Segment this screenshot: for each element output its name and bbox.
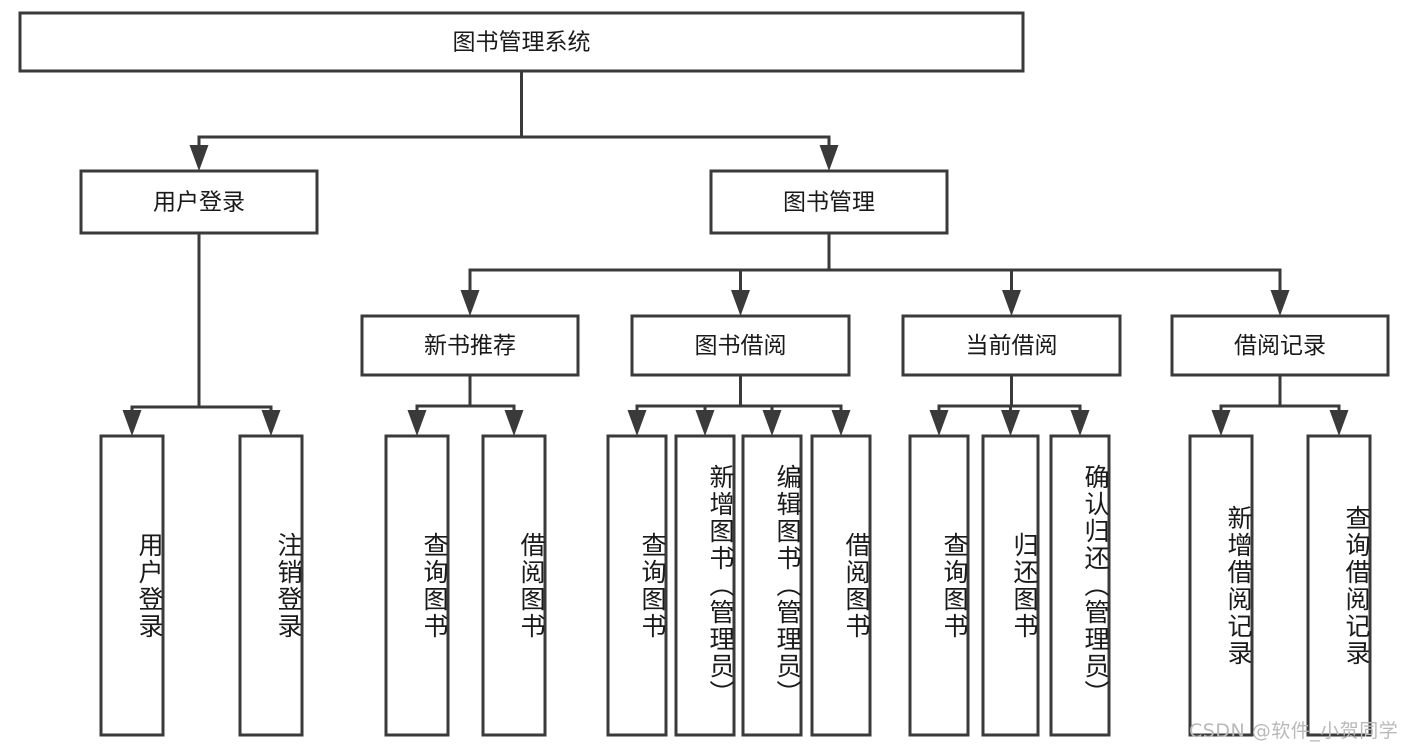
leaf-arrow-2-arrowhead <box>407 410 427 436</box>
node-root-label: 图书管理系统 <box>453 30 591 56</box>
node-leaf-confirm-return[interactable] <box>1049 434 1111 737</box>
node-leaf-query-book-2[interactable] <box>606 434 668 737</box>
node-book-management[interactable] <box>709 169 949 235</box>
node-root[interactable] <box>18 11 1025 73</box>
leaf-arrow-8-arrowhead <box>929 410 949 436</box>
node-leaf-return-book[interactable] <box>981 434 1040 737</box>
node-borrow-record[interactable] <box>1170 314 1390 377</box>
node-book-borrow-label: 图书借阅 <box>695 333 787 359</box>
leaf-arrow-6-arrowhead <box>762 410 782 436</box>
node-leaf-query-book-3[interactable] <box>908 434 970 737</box>
leaf-arrow-12-arrowhead <box>1329 410 1349 436</box>
book-management-to-level3-0-arrowhead <box>460 290 480 316</box>
node-borrow-record-label: 借阅记录 <box>1234 333 1326 359</box>
node-leaf-borrow-book-1[interactable] <box>481 434 547 737</box>
connector-layer <box>122 69 1349 436</box>
node-user-login-label: 用户登录 <box>153 190 245 216</box>
csdn-watermark: CSDN @软件_小贺同学 <box>1189 720 1399 742</box>
node-new-book-recommend-label: 新书推荐 <box>424 333 516 359</box>
book-management-to-level3-1-arrowhead <box>731 290 750 316</box>
leaf-arrow-0-arrowhead <box>122 410 142 436</box>
book-management-to-level3-2-arrowhead <box>1002 290 1021 316</box>
leaf-arrow-1-arrowhead <box>261 410 281 436</box>
leaf-arrow-3-arrowhead <box>504 410 524 436</box>
leaf-arrow-11-arrowhead <box>1211 410 1231 436</box>
leaf-arrow-5-arrowhead <box>695 410 715 436</box>
node-new-book-recommend[interactable] <box>360 314 580 377</box>
node-user-login[interactable] <box>79 169 319 235</box>
leaf-arrow-9-arrowhead <box>1001 410 1020 436</box>
node-leaf-add-book[interactable] <box>674 434 736 737</box>
node-box-layer <box>18 11 1390 737</box>
leaf-arrow-4-arrowhead <box>627 410 647 436</box>
leaf-arrow-7-arrowhead <box>831 410 851 436</box>
book-management-to-level3-3-arrowhead <box>1270 290 1290 316</box>
node-current-borrow-label: 当前借阅 <box>966 333 1058 359</box>
node-leaf-borrow-book-2[interactable] <box>810 434 872 737</box>
node-leaf-query-book-1[interactable] <box>384 434 450 737</box>
leaf-arrow-10-arrowhead <box>1070 410 1090 436</box>
node-leaf-add-record[interactable] <box>1188 434 1254 737</box>
node-book-management-label: 图书管理 <box>783 190 875 216</box>
node-leaf-query-record[interactable] <box>1306 434 1372 737</box>
node-leaf-user-login[interactable] <box>99 434 165 737</box>
node-book-borrow[interactable] <box>630 314 851 377</box>
node-current-borrow[interactable] <box>901 314 1122 377</box>
root-to-level2-0-arrowhead <box>189 145 209 171</box>
node-leaf-edit-book[interactable] <box>741 434 803 737</box>
node-leaf-logout-login[interactable] <box>238 434 304 737</box>
root-to-level2-1-arrowhead <box>819 145 839 171</box>
